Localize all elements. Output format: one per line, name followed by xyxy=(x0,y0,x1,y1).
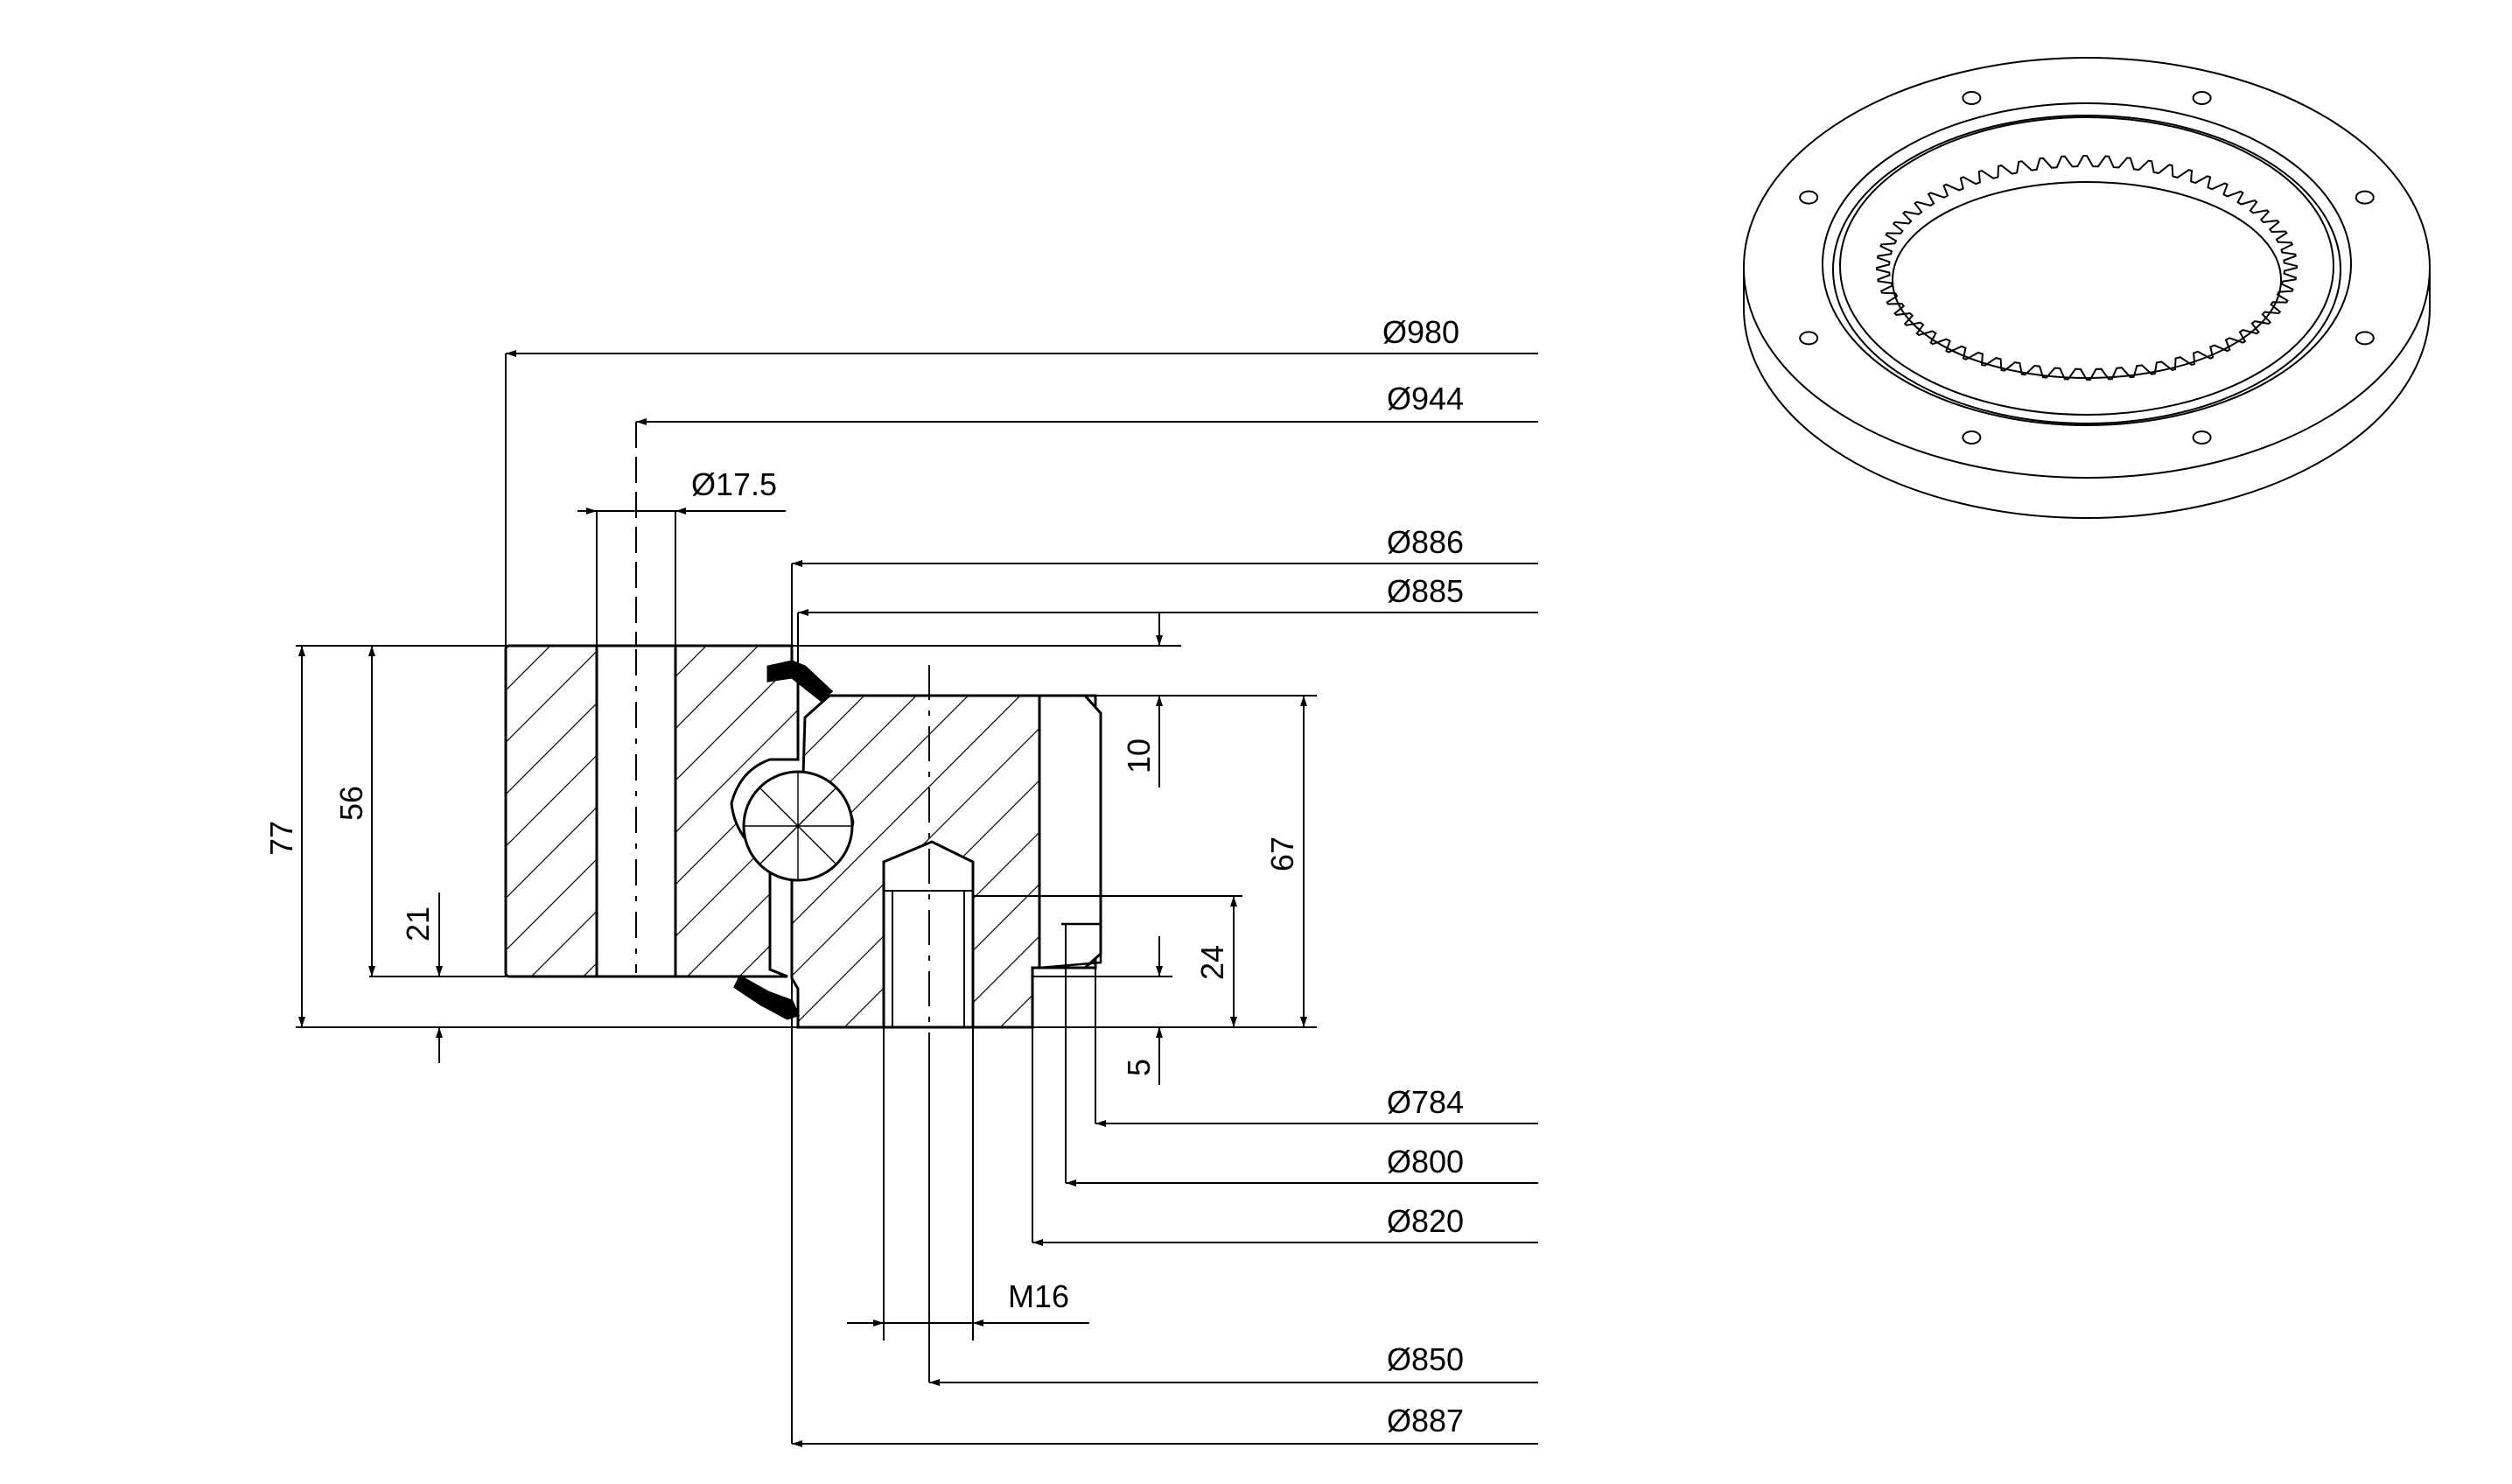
mounting-hole xyxy=(2192,91,2212,105)
dimension-lines xyxy=(296,350,1538,1447)
dim-h67: 67 xyxy=(1264,836,1300,872)
bearing-cross-section xyxy=(504,644,1102,1059)
gear-tooth-area xyxy=(1038,694,1102,970)
dim-h10: 10 xyxy=(1121,738,1157,774)
mounting-hole xyxy=(2355,331,2375,346)
dim-h5: 5 xyxy=(1121,1059,1157,1076)
ring-gear-teeth xyxy=(1876,155,2298,381)
seal-bottom xyxy=(733,974,801,1020)
dim-h77: 77 xyxy=(263,821,299,856)
dimension-labels: Ø980 Ø944 Ø17.5 Ø886 Ø885 Ø784 Ø800 Ø820… xyxy=(263,314,1464,1438)
gear-teeth-outline xyxy=(1876,155,2298,381)
ring-inner-bore xyxy=(1892,181,2282,379)
dim-d885: Ø885 xyxy=(1387,573,1464,609)
ring-mounting-holes xyxy=(1799,91,2375,444)
seal-top xyxy=(766,660,834,702)
ring-illustration xyxy=(1743,57,2431,519)
mounting-hole xyxy=(2192,430,2212,444)
outer-ring-left-part xyxy=(504,644,598,978)
dim-thread-m16: M16 xyxy=(1008,1278,1069,1314)
dim-d820: Ø820 xyxy=(1387,1203,1464,1239)
dim-d980: Ø980 xyxy=(1382,314,1459,350)
dim-d850: Ø850 xyxy=(1387,1341,1464,1377)
dim-d887: Ø887 xyxy=(1387,1403,1464,1438)
dim-d944: Ø944 xyxy=(1387,381,1464,416)
dim-h21: 21 xyxy=(400,906,436,942)
dim-d17-5: Ø17.5 xyxy=(691,466,777,502)
dim-d800: Ø800 xyxy=(1387,1144,1464,1180)
mounting-hole xyxy=(1799,190,1819,205)
mounting-hole xyxy=(1962,430,1982,444)
gear-tooth-outline xyxy=(1039,694,1102,970)
dim-h56: 56 xyxy=(333,786,369,821)
mounting-hole xyxy=(2355,190,2375,205)
dim-h24: 24 xyxy=(1194,945,1230,980)
mounting-hole xyxy=(1962,91,1982,105)
mounting-hole xyxy=(1799,331,1819,346)
dim-d886: Ø886 xyxy=(1387,524,1464,560)
dim-d784: Ø784 xyxy=(1387,1084,1464,1120)
